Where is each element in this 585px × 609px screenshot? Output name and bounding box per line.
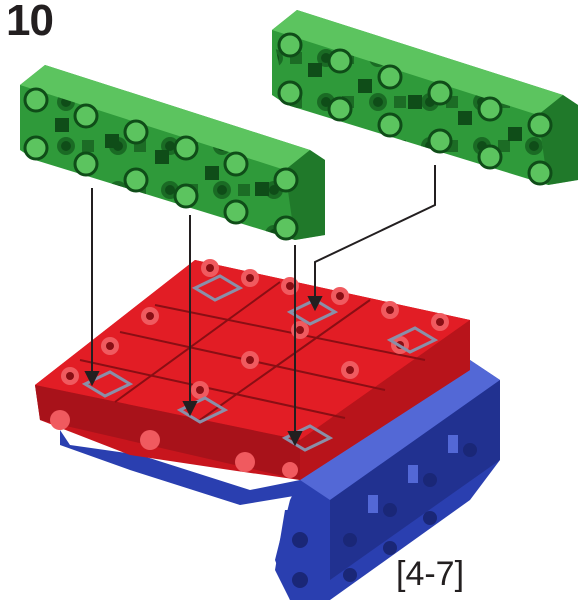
green-connector-plate-left: [20, 65, 325, 241]
step-number: 10: [6, 0, 54, 45]
blue-brick-stack: [60, 360, 500, 600]
pointer-arrow-3: [287, 431, 303, 447]
assembly-pointers: [84, 165, 436, 447]
green-connector-plate-right: [272, 10, 578, 186]
pointer-arrow-2: [182, 401, 198, 417]
pointer-arrow-4: [307, 296, 323, 312]
part-reference-label: [4-7]: [396, 555, 465, 593]
pointer-line-4: [314, 165, 436, 305]
pointer-arrow-1: [84, 371, 100, 387]
red-brick-layer: [35, 259, 470, 480]
